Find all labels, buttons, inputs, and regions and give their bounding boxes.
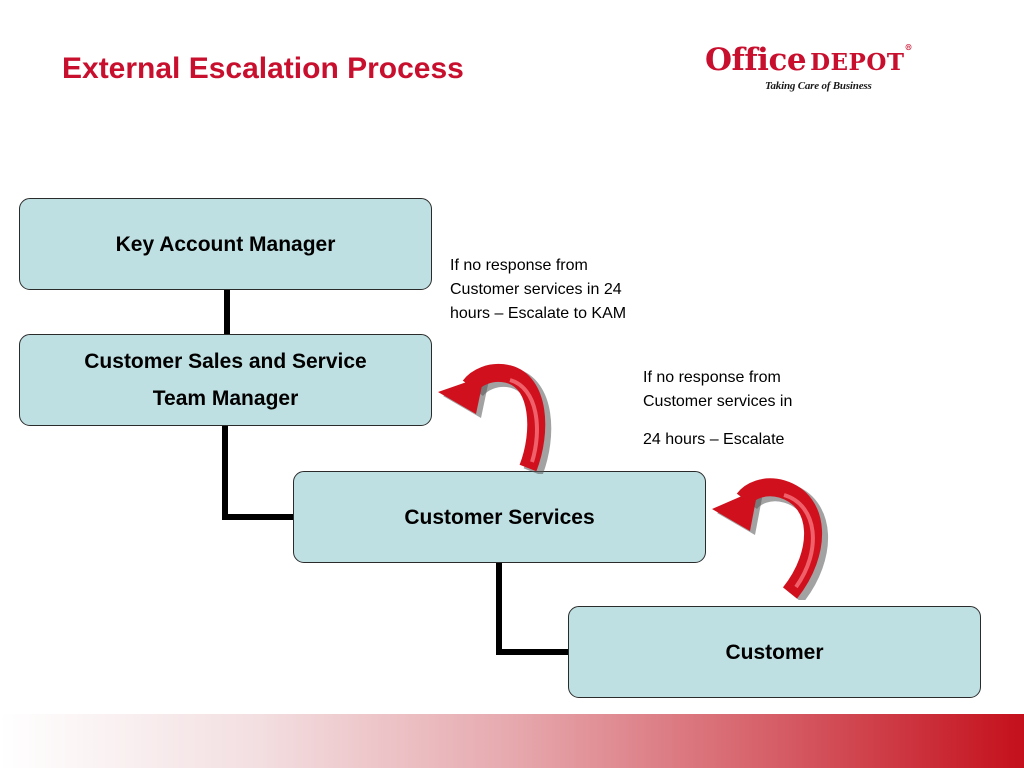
logo-tagline: Taking Care of Business <box>765 80 872 92</box>
escalation-note-to-cs-line1: If no response from Customer services in <box>643 369 793 410</box>
page-title: External Escalation Process <box>62 52 464 85</box>
node-label: Customer <box>725 640 824 664</box>
node-label: Customer Services <box>404 505 595 529</box>
node-label: Customer Sales and Service Team Manager <box>84 343 366 417</box>
escalation-note-to-cs-line2: 24 hours – Escalate <box>643 431 785 448</box>
curved-arrow-icon <box>438 364 552 474</box>
logo-registered-mark: ® <box>904 42 913 52</box>
node-label-line: Team Manager <box>152 387 299 410</box>
logo-word-depot: DEPOT <box>810 49 905 76</box>
node-customer-services: Customer Services <box>293 471 706 563</box>
connector-cs-to-customer <box>496 563 568 655</box>
logo-word-office: Office <box>705 42 807 78</box>
node-customer: Customer <box>568 606 981 698</box>
footer-gradient-band <box>0 714 1024 768</box>
connector-cssm-to-cs <box>222 426 293 520</box>
node-customer-sales-service-team-manager: Customer Sales and Service Team Manager <box>19 334 432 426</box>
node-label: Key Account Manager <box>115 232 336 256</box>
node-key-account-manager: Key Account Manager <box>19 198 432 290</box>
escalation-note-to-kam: If no response from Customer services in… <box>450 257 627 322</box>
node-label-line: Customer Sales and Service <box>84 350 367 373</box>
curved-arrow-icon <box>712 478 829 600</box>
